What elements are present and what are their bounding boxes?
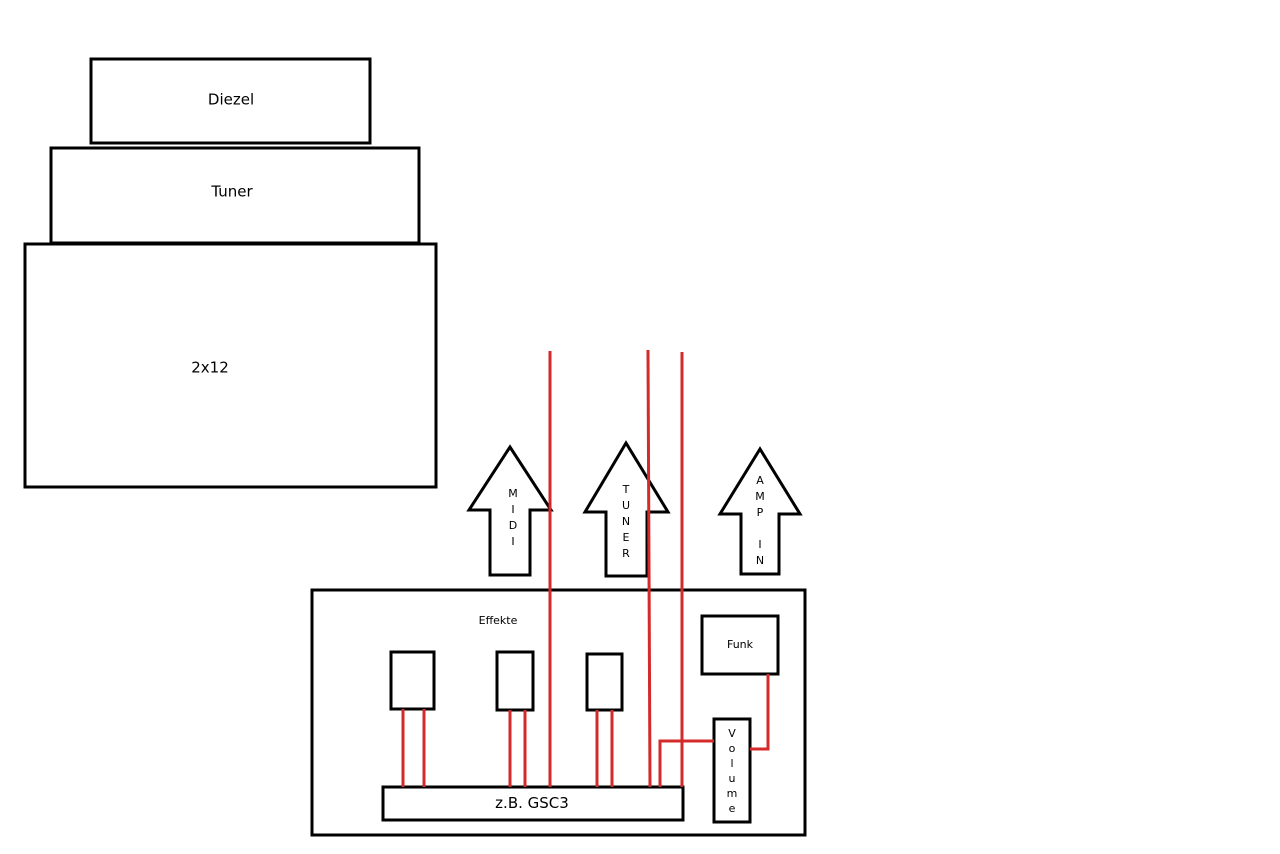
tuner-arrow bbox=[582, 440, 671, 578]
tuner-box bbox=[49, 146, 421, 245]
svg-text:N: N bbox=[756, 554, 764, 567]
volume-to-switcher-cable bbox=[658, 739, 714, 787]
svg-text:M: M bbox=[755, 490, 765, 503]
cabinet-box bbox=[23, 242, 438, 489]
svg-text:m: m bbox=[727, 787, 738, 800]
wireless-to-volume-cable bbox=[750, 674, 770, 751]
svg-text:V: V bbox=[728, 727, 736, 740]
svg-text:E: E bbox=[623, 531, 630, 544]
svg-text:P: P bbox=[757, 506, 764, 519]
effect-pedal-1 bbox=[389, 650, 436, 711]
svg-text:D: D bbox=[509, 519, 517, 532]
svg-text:I: I bbox=[511, 535, 514, 548]
effect-pedal-3 bbox=[585, 652, 624, 712]
volume-pedal-label: V o l u m e bbox=[727, 727, 738, 815]
cables bbox=[401, 349, 770, 788]
svg-text:I: I bbox=[758, 538, 761, 551]
effects-label: Effekte bbox=[479, 614, 518, 627]
tuner-cable bbox=[646, 349, 652, 788]
svg-text:o: o bbox=[729, 742, 736, 755]
midi-arrow-label: M I D I bbox=[508, 487, 518, 548]
switcher-label: z.B. GSC3 bbox=[495, 794, 569, 812]
svg-text:I: I bbox=[511, 503, 514, 516]
svg-text:e: e bbox=[729, 802, 736, 815]
svg-text:R: R bbox=[622, 547, 630, 560]
svg-text:N: N bbox=[622, 515, 630, 528]
wireless-box bbox=[700, 614, 780, 676]
tuner-label: Tuner bbox=[210, 183, 253, 201]
svg-text:A: A bbox=[756, 474, 764, 487]
midi-arrow bbox=[466, 444, 554, 577]
svg-text:T: T bbox=[622, 483, 630, 496]
amp-in-arrow bbox=[717, 446, 803, 576]
effect-pedal-2 bbox=[495, 650, 535, 712]
svg-text:U: U bbox=[622, 499, 630, 512]
diezel-label: Diezel bbox=[208, 91, 254, 109]
svg-text:M: M bbox=[508, 487, 518, 500]
svg-text:l: l bbox=[730, 757, 733, 770]
amp-in-arrow-label: A M P I N bbox=[755, 474, 765, 567]
diezel-head-box bbox=[89, 57, 372, 145]
switcher-box bbox=[381, 785, 685, 822]
tuner-arrow-label: T U N E R bbox=[622, 483, 631, 560]
volume-pedal-box bbox=[712, 717, 752, 824]
svg-text:u: u bbox=[729, 772, 736, 785]
cabinet-label: 2x12 bbox=[191, 359, 229, 377]
wireless-label: Funk bbox=[727, 638, 754, 651]
